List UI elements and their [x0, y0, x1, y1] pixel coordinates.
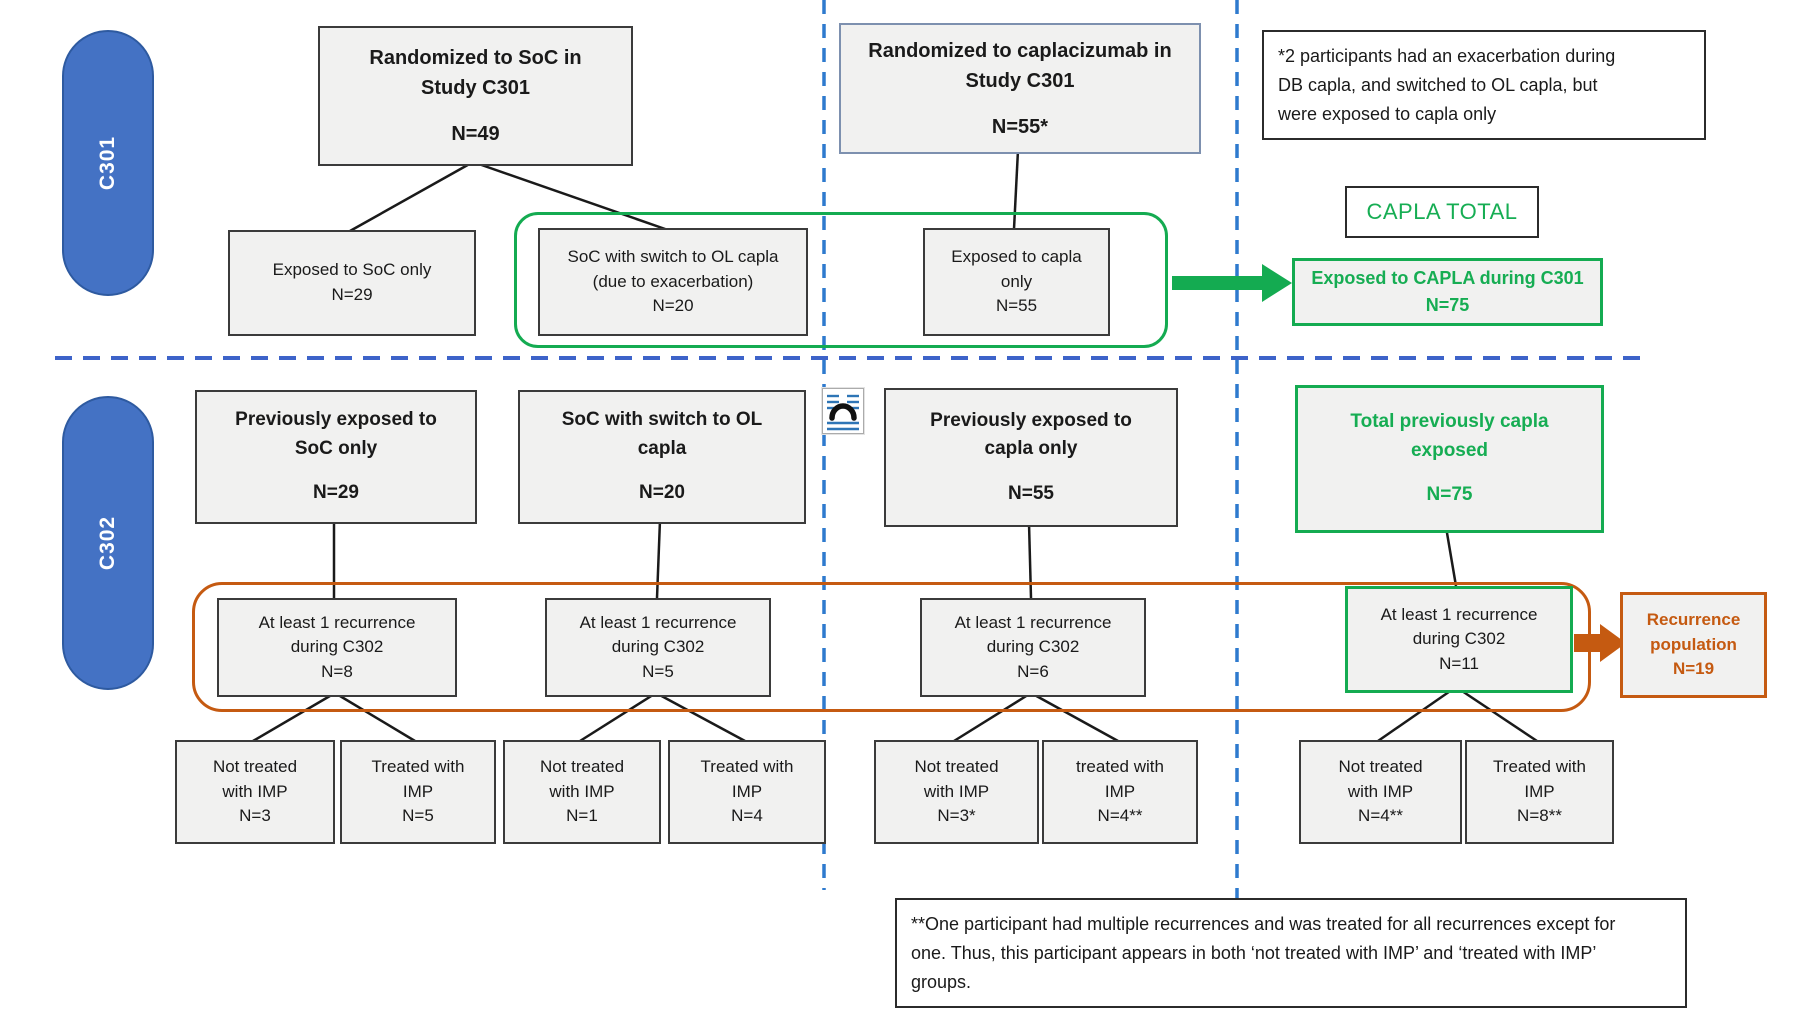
box-soc-switch-c302: SoC with switch to OL capla N=20 — [518, 390, 806, 524]
green-arrow — [1172, 264, 1292, 302]
box-recurrence-soc-only: At least 1 recurrence during C302 N=8 — [217, 598, 457, 697]
phase-pill-c302-label: C302 — [96, 515, 119, 571]
box-not-treated-imp-4: Not treated with IMP N=4** — [1299, 740, 1462, 844]
box-exposed-capla-c301-total: Exposed to CAPLA during C301 N=75 — [1292, 258, 1603, 326]
box-recurrence-total: At least 1 recurrence during C302 N=11 — [1345, 586, 1573, 693]
text-wrap-icon — [822, 388, 864, 434]
phase-pill-c302: C302 — [62, 396, 154, 690]
box-total-prev-capla-exposed: Total previously capla exposed N=75 — [1295, 385, 1604, 533]
note-asterisk: *2 participants had an exacerbation duri… — [1262, 30, 1706, 141]
capla-total-label: CAPLA TOTAL — [1345, 186, 1539, 238]
phase-pill-c301-label: C301 — [96, 135, 119, 191]
orange-arrow — [1574, 624, 1626, 662]
box-treated-imp-4: Treated with IMP N=8** — [1465, 740, 1614, 844]
box-exposed-capla-only: Exposed to capla only N=55 — [923, 228, 1110, 336]
box-not-treated-imp-1: Not treated with IMP N=3 — [175, 740, 335, 844]
box-prev-exposed-soc: Previously exposed to SoC only N=29 — [195, 390, 477, 524]
box-not-treated-imp-2: Not treated with IMP N=1 — [503, 740, 661, 844]
box-soc-switch-ol-capla: SoC with switch to OL capla (due to exac… — [538, 228, 808, 336]
box-recurrence-soc-switch: At least 1 recurrence during C302 N=5 — [545, 598, 771, 697]
box-exposed-soc-only: Exposed to SoC only N=29 — [228, 230, 476, 336]
note-double-asterisk: **One participant had multiple recurrenc… — [895, 898, 1687, 1009]
flow-connectors — [252, 149, 1538, 743]
box-recurrence-capla-only: At least 1 recurrence during C302 N=6 — [920, 598, 1146, 697]
phase-pill-c301: C301 — [62, 30, 154, 296]
box-not-treated-imp-3: Not treated with IMP N=3* — [874, 740, 1039, 844]
box-randomized-soc: Randomized to SoC in Study C301 N=49 — [318, 26, 633, 166]
box-treated-imp-3: treated with IMP N=4** — [1042, 740, 1198, 844]
box-prev-exposed-capla: Previously exposed to capla only N=55 — [884, 388, 1178, 527]
box-treated-imp-2: Treated with IMP N=4 — [668, 740, 826, 844]
box-recurrence-population: Recurrence population N=19 — [1620, 592, 1767, 698]
box-randomized-capla: Randomized to caplacizumab in Study C301… — [839, 23, 1201, 154]
green-group-capla-exposed — [514, 212, 1168, 348]
orange-group-recurrence — [192, 582, 1591, 712]
box-treated-imp-1: Treated with IMP N=5 — [340, 740, 496, 844]
text-wrap-icon-glyph — [827, 394, 859, 431]
